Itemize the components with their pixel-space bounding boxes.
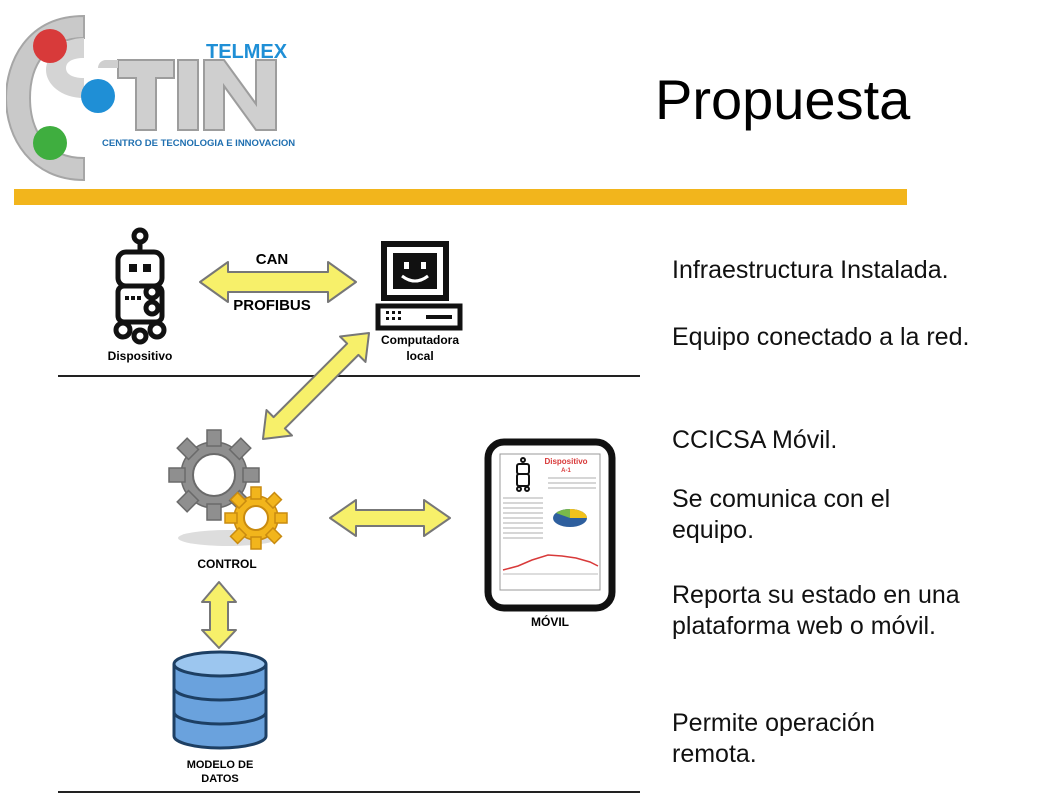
control-mobile-arrow: [329, 499, 451, 537]
robot-device-icon: [113, 227, 167, 345]
green-dot-icon: [33, 126, 67, 160]
database-label-1: MODELO DE: [187, 759, 254, 771]
blue-dot-icon: [81, 79, 115, 113]
slide-title: Propuesta: [655, 68, 911, 131]
logo-brand: TELMEX: [206, 41, 288, 63]
accent-bar: [14, 189, 907, 205]
computer-label-1: Computadora: [381, 333, 459, 347]
red-dot-icon: [33, 29, 67, 63]
bullet-infrastructure: Infraestructura Instalada.: [672, 256, 949, 284]
bullet-reports-status: Reporta su estado en una plataforma web …: [672, 581, 960, 641]
can-profibus-arrow: [199, 261, 357, 303]
bullet-remote-operation: Permite operación remota.: [672, 709, 875, 769]
computer-control-arrow: [261, 331, 371, 441]
database-icon: [172, 650, 268, 750]
mobile-label: MÓVIL: [531, 614, 569, 629]
database-label-2: DATOS: [201, 773, 239, 785]
link-can-label: CAN: [256, 251, 289, 268]
screen-subtitle: A-1: [561, 468, 571, 474]
computer-icon: [375, 241, 463, 331]
bullet-network: Equipo conectado a la red.: [672, 323, 970, 351]
control-database-arrow: [201, 581, 237, 649]
link-profibus-label: PROFIBUS: [233, 297, 311, 314]
pie-chart-icon: [553, 509, 587, 527]
bullet-communicates: Se comunica con el equipo.: [672, 485, 891, 545]
control-label: CONTROL: [197, 557, 256, 571]
ctin-logo: TELMEX CENTRO DE TECNOLOGIA E INNOVACION: [6, 14, 295, 182]
bullet-ccicsa-movil: CCICSA Móvil.: [672, 426, 838, 454]
logo-subtitle: CENTRO DE TECNOLOGIA E INNOVACION: [102, 138, 295, 149]
computer-label-2: local: [406, 349, 433, 363]
control-gears-icon: [168, 429, 288, 550]
device-label: Dispositivo: [108, 349, 173, 363]
screen-title: Dispositivo: [544, 457, 587, 466]
mobile-tablet-icon: [484, 438, 616, 612]
